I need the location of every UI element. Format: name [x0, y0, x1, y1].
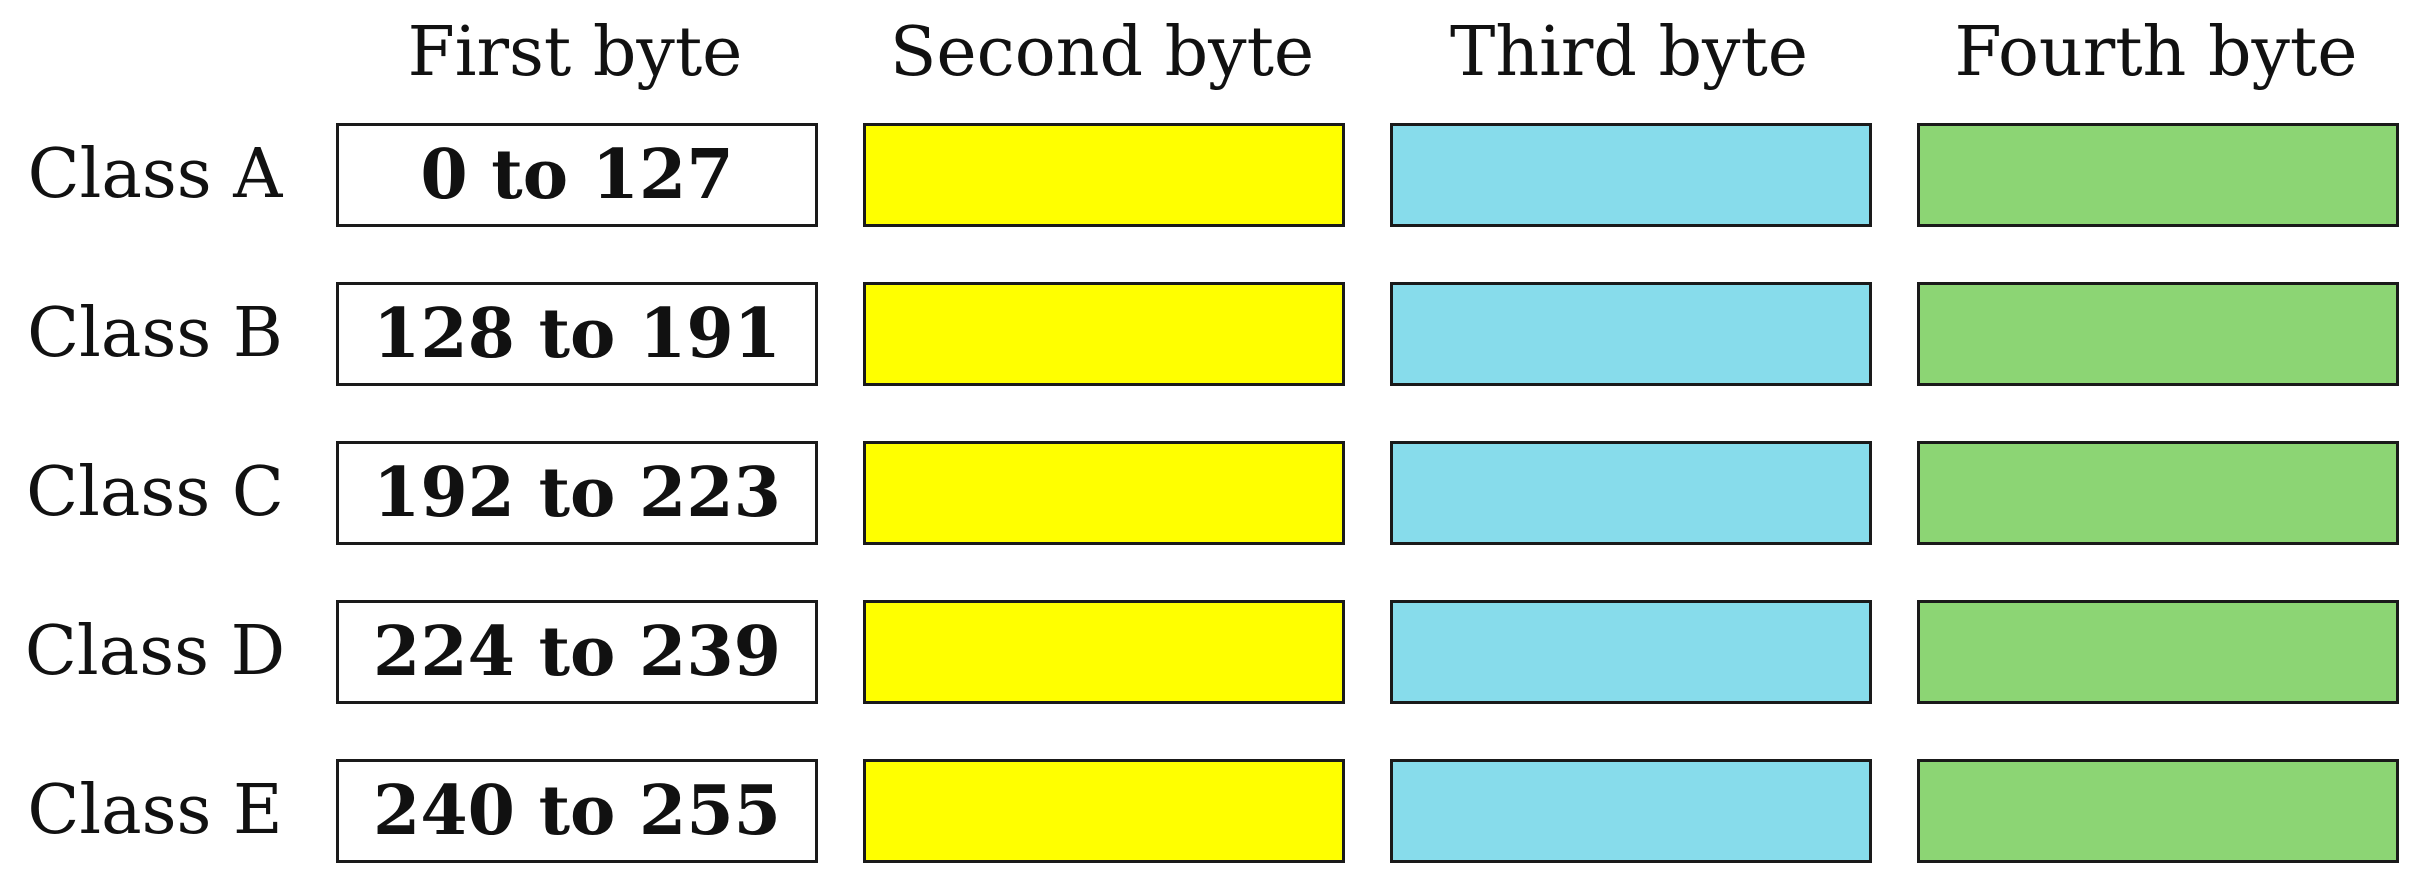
- fourth-byte-cell-class-e: [1917, 759, 2399, 863]
- second-byte-cell-class-d: [863, 600, 1345, 704]
- third-byte-cell-class-e: [1390, 759, 1872, 863]
- fourth-byte-cell-class-c: [1917, 441, 2399, 545]
- header-first-byte: First byte: [407, 13, 743, 92]
- third-byte-cell-class-d: [1390, 600, 1872, 704]
- header-second-byte: Second byte: [889, 13, 1315, 92]
- second-byte-cell-class-a: [863, 123, 1345, 227]
- first-byte-range-class-d: 224 to 239: [336, 600, 818, 704]
- first-byte-range-class-e: 240 to 255: [336, 759, 818, 863]
- fourth-byte-cell-class-a: [1917, 123, 2399, 227]
- fourth-byte-cell-class-b: [1917, 282, 2399, 386]
- header-fourth-byte: Fourth byte: [1954, 13, 2358, 92]
- first-byte-range-class-c: 192 to 223: [336, 441, 818, 545]
- row-label-class-e: Class E: [27, 771, 283, 850]
- third-byte-cell-class-c: [1390, 441, 1872, 545]
- row-label-class-a: Class A: [27, 135, 283, 214]
- fourth-byte-cell-class-d: [1917, 600, 2399, 704]
- header-third-byte: Third byte: [1449, 13, 1809, 92]
- second-byte-cell-class-c: [863, 441, 1345, 545]
- second-byte-cell-class-e: [863, 759, 1345, 863]
- third-byte-cell-class-b: [1390, 282, 1872, 386]
- second-byte-cell-class-b: [863, 282, 1345, 386]
- row-label-class-c: Class C: [26, 453, 284, 532]
- first-byte-range-class-b: 128 to 191: [336, 282, 818, 386]
- third-byte-cell-class-a: [1390, 123, 1872, 227]
- row-label-class-d: Class D: [24, 612, 286, 691]
- first-byte-range-class-a: 0 to 127: [336, 123, 818, 227]
- row-label-class-b: Class B: [27, 294, 283, 373]
